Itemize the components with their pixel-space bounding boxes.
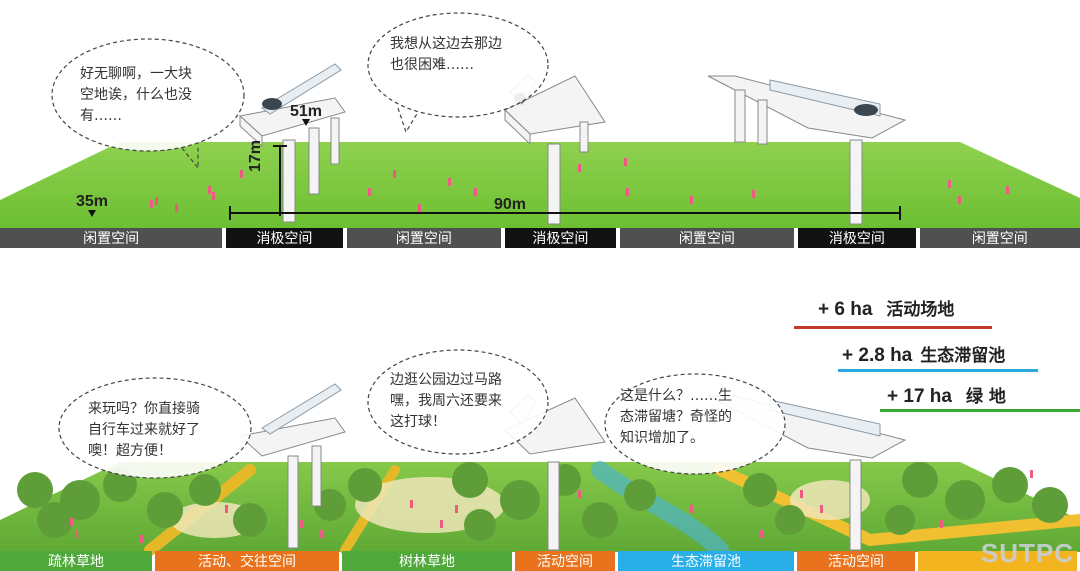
zone-negative: 消极空间 — [226, 228, 343, 248]
stat-value: + 2.8 ha — [842, 345, 913, 366]
dimension-35m: 35m — [76, 193, 109, 210]
dimension-51m: 51m — [290, 103, 323, 120]
zone-sparse-woodland: 疏林草地 — [0, 551, 152, 571]
zone-path — [918, 551, 1077, 571]
bubble-line: 这是什么？……生 — [620, 388, 732, 404]
viaduct-right — [707, 75, 907, 225]
bubble-line: 自行车过来就好了 — [88, 422, 200, 438]
speech-bubble-bottom-1: 来玩吗？你直接骑 自行车过来就好了 噢！超方便！ — [88, 399, 200, 462]
top-zone-bar: 闲置空间 消极空间 闲置空间 消极空间 闲置空间 消极空间 闲置空间 — [0, 228, 1080, 248]
zone-activity: 活动空间 — [797, 551, 915, 571]
zone-idle: 闲置空间 — [0, 228, 223, 248]
bottom-scene — [0, 349, 1080, 559]
bubble-line: 也很困难…… — [390, 57, 474, 73]
bubble-line: 知识增加了。 — [620, 430, 704, 446]
dimension-17m: 17m — [247, 139, 264, 172]
bubble-shapes-bottom — [58, 349, 786, 479]
people-markers-bottom — [70, 470, 1033, 543]
stat-label: 绿 地 — [965, 387, 1006, 407]
stat-retention-pond: + 2.8 ha 生态滞留池 — [842, 341, 1005, 367]
stat-label: 活动场地 — [886, 300, 955, 320]
bubble-line: 态滞留塘？奇怪的 — [620, 409, 732, 425]
bubble-line: 嘿，我周六还要来 — [390, 393, 502, 409]
bubble-line: 好无聊啊，一大块 — [80, 66, 192, 82]
dimension-lines — [88, 119, 901, 220]
train-right — [769, 79, 881, 117]
speech-bubble-bottom-3: 这是什么？……生 态滞留塘？奇怪的 知识增加了。 — [620, 386, 732, 449]
stat-rule-green — [880, 409, 1080, 412]
bubble-line: 有…… — [80, 108, 122, 124]
zone-activity: 活动空间 — [515, 551, 615, 571]
stat-value: + 17 ha — [887, 386, 952, 407]
bottom-trees — [17, 462, 1068, 541]
speech-bubble-bottom-2: 边逛公园边过马路 嘿，我周六还要来 这打球！ — [390, 370, 502, 433]
bottom-zone-bar: 疏林草地 活动、交往空间 树林草地 活动空间 生态滞留池 活动空间 — [0, 551, 1080, 571]
watermark-logo: SUTPC — [980, 538, 1074, 568]
zone-woodland: 树林草地 — [342, 551, 512, 571]
speech-bubble-top-1: 好无聊啊，一大块 空地诶，什么也没 有…… — [80, 64, 192, 127]
zone-idle: 闲置空间 — [346, 228, 502, 248]
zone-idle: 闲置空间 — [619, 228, 795, 248]
bubble-shapes-top — [51, 12, 549, 170]
bubble-line: 这打球！ — [390, 414, 446, 430]
zone-negative: 消极空间 — [798, 228, 916, 248]
viaducts-bottom — [238, 395, 907, 551]
bubble-line: 边逛公园边过马路 — [390, 372, 502, 388]
stat-rule-blue — [838, 369, 1038, 372]
bubble-line: 来玩吗？你直接骑 — [88, 401, 200, 417]
dimension-90m: 90m — [494, 196, 527, 213]
stat-green-space: + 17 ha 绿 地 — [887, 382, 1006, 408]
stat-value: + 6 ha — [818, 299, 873, 320]
zone-activity-social: 活动、交往空间 — [155, 551, 339, 571]
zone-negative: 消极空间 — [505, 228, 616, 248]
bubble-line: 噢！超方便！ — [88, 443, 172, 459]
people-markers-top — [150, 158, 1009, 212]
top-ground — [0, 142, 1080, 228]
bubble-line: 我想从这边去那边 — [390, 36, 502, 52]
viaduct-center — [504, 75, 606, 225]
speech-bubble-top-2: 我想从这边去那边 也很困难…… — [390, 34, 502, 76]
train-left — [261, 63, 342, 115]
stat-activity-area: + 6 ha 活动场地 — [818, 295, 954, 321]
stat-rule-red — [794, 326, 992, 329]
stat-label: 生态滞留池 — [920, 346, 1006, 366]
zone-retention-pond: 生态滞留池 — [618, 551, 794, 571]
top-scene — [0, 12, 1080, 228]
bubble-line: 空地诶，什么也没 — [80, 87, 192, 103]
zone-idle: 闲置空间 — [919, 228, 1080, 248]
viaduct-left — [238, 97, 346, 223]
